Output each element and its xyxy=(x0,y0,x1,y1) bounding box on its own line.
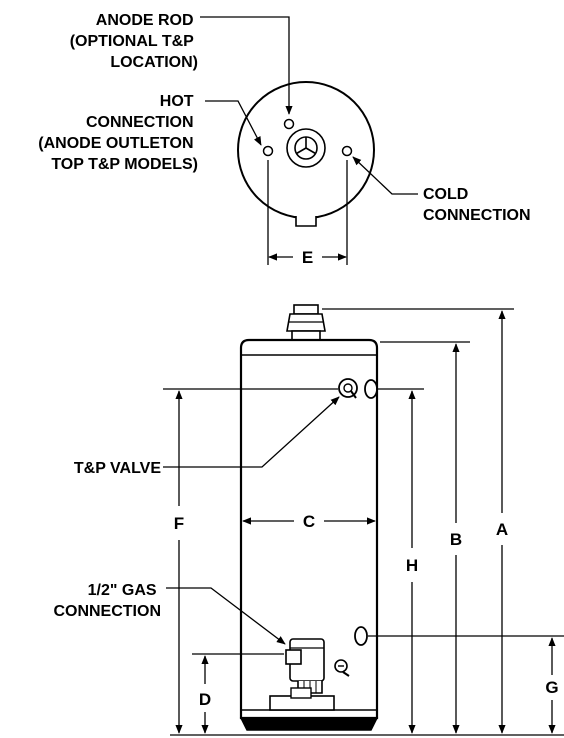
tp-valve-icon xyxy=(338,378,358,399)
dimension-a-label: A xyxy=(496,520,508,539)
hot-label-line-4: TOP T&P MODELS) xyxy=(51,156,198,173)
tp-valve-label: T&P VALVE xyxy=(74,460,161,477)
dimension-a: A xyxy=(322,308,514,734)
cold-connection-callout: COLD CONNECTION xyxy=(352,156,531,224)
gas-connection-leader xyxy=(166,587,286,645)
svg-text:T&P VALVE: T&P VALVE xyxy=(74,460,161,477)
dimension-f-label: F xyxy=(174,514,184,533)
hot-label-line-1: HOT xyxy=(160,93,194,110)
hot-connection-callout: HOT CONNECTION (ANODE OUTLETON TOP T&P M… xyxy=(38,93,262,173)
cold-connection-port xyxy=(341,145,353,157)
tp-valve-callout: T&P VALVE xyxy=(74,396,340,477)
anode-rod-callout: ANODE ROD (OPTIONAL T&P LOCATION) xyxy=(70,12,293,115)
dimension-c-label: C xyxy=(303,512,315,531)
drain-valve-fitting xyxy=(354,626,368,646)
top-view: ANODE ROD (OPTIONAL T&P LOCATION) HOT CO… xyxy=(38,12,530,267)
dimension-b-label: B xyxy=(450,530,462,549)
gas-connection-callout: 1/2" GAS CONNECTION xyxy=(53,582,286,645)
anode-rod-label-line-1: ANODE ROD xyxy=(96,12,194,29)
dimension-h: H xyxy=(376,388,424,734)
dimension-e: E xyxy=(267,160,348,267)
svg-text:COLD CONNECTION: COLD CONNECTION xyxy=(423,186,531,224)
hot-connection-leader xyxy=(205,100,262,146)
dimension-h-label: H xyxy=(406,556,418,575)
flue-baffle-icon xyxy=(286,128,326,168)
tp-valve-leader xyxy=(163,396,340,468)
dimension-g-label: G xyxy=(545,678,558,697)
tank-base xyxy=(239,717,379,731)
dimension-g: G xyxy=(368,635,564,734)
anode-rod-label-line-3: LOCATION) xyxy=(110,54,198,71)
hot-label-line-3: (ANODE OUTLETON xyxy=(38,135,193,152)
side-outlet-fitting xyxy=(364,379,378,399)
cold-label-line-2: CONNECTION xyxy=(423,207,531,224)
dimension-d: D xyxy=(192,653,284,734)
hot-connection-port xyxy=(262,145,274,157)
draft-hood-icon xyxy=(286,304,326,342)
gas-valve-nub xyxy=(295,216,317,227)
dimension-e-label: E xyxy=(302,248,313,267)
dimension-d-label: D xyxy=(199,690,211,709)
hot-label-line-2: CONNECTION xyxy=(86,114,194,131)
cold-connection-leader xyxy=(352,156,418,195)
gas-control-valve-icon xyxy=(269,638,350,711)
tank-body xyxy=(239,338,379,720)
anode-rod-port xyxy=(283,118,295,130)
anode-rod-leader xyxy=(200,16,293,115)
dimension-b: B xyxy=(380,341,470,734)
anode-rod-label-line-2: (OPTIONAL T&P xyxy=(70,33,194,50)
svg-text:1/2" GAS CONNECTION: 1/2" GAS CONNECTION xyxy=(53,582,161,620)
gas-label-line-2: CONNECTION xyxy=(53,603,161,620)
dimension-c: C xyxy=(242,512,376,531)
svg-text:HOT CONNECTION: HOT CONNECTION (ANODE OUTLETON TOP T&P M… xyxy=(38,93,198,173)
side-view: T&P VALVE 1/2" GAS CONNECTION C F xyxy=(53,304,564,736)
gas-label-line-1: 1/2" GAS xyxy=(88,582,157,599)
svg-text:ANODE ROD (OPTIONAL T&: ANODE ROD (OPTIONAL T&P LOCATION) xyxy=(70,12,198,71)
cold-label-line-1: COLD xyxy=(423,186,468,203)
dimension-f: F xyxy=(163,388,338,734)
